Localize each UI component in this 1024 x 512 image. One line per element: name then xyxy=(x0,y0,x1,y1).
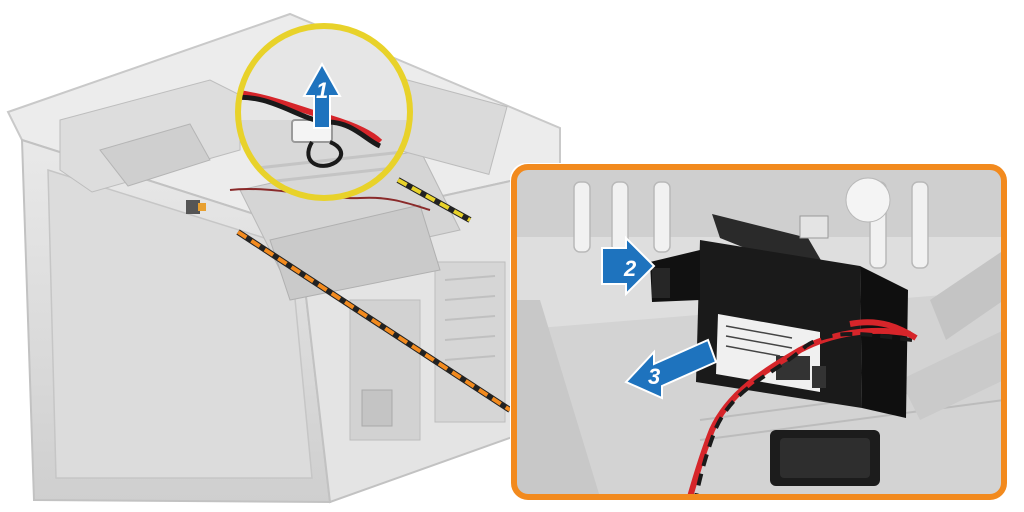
inset-leader-line xyxy=(236,230,512,412)
step-2-arrow: 2 xyxy=(601,235,656,297)
callout-leader-line xyxy=(397,178,471,222)
speaker-module xyxy=(650,214,908,418)
step-2-label: 2 xyxy=(623,256,637,281)
circle-callout: 1 xyxy=(235,23,413,201)
chassis-connector xyxy=(186,200,200,214)
step-3-arrow: 3 xyxy=(624,338,718,400)
inset-detail: 2 3 xyxy=(510,163,1008,501)
arrow-left-icon xyxy=(624,338,718,400)
step-1-label: 1 xyxy=(316,78,328,103)
step-3-label: 3 xyxy=(648,364,660,389)
arrow-right-icon xyxy=(601,235,656,297)
step-1-arrow: 1 xyxy=(302,61,342,129)
arrow-up-icon xyxy=(302,61,342,129)
callout-ring xyxy=(235,23,413,201)
inset-frame xyxy=(511,164,1007,500)
computer-chassis xyxy=(6,12,561,504)
leader-lines xyxy=(236,177,512,413)
speaker-cable xyxy=(687,319,918,497)
